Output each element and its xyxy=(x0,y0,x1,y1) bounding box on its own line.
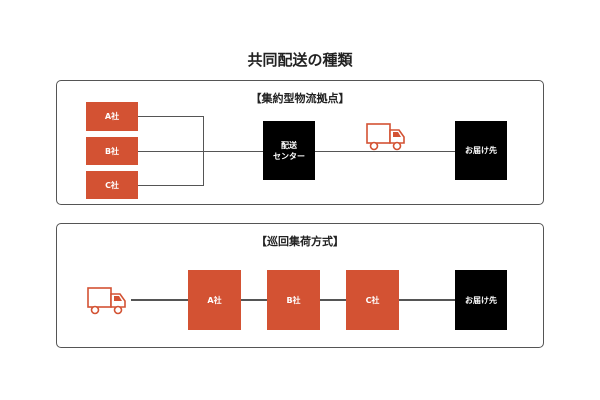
company-c-box: C社 xyxy=(346,270,399,330)
connector-line xyxy=(138,116,203,117)
truck-icon xyxy=(366,123,405,151)
company-a-box: A社 xyxy=(86,102,138,131)
connector-line xyxy=(138,185,203,186)
distribution-center-box: 配送 センター xyxy=(263,121,315,180)
company-b-box: B社 xyxy=(86,137,138,165)
diagram-title: 共同配送の種類 xyxy=(247,51,353,69)
company-a-box: A社 xyxy=(188,270,241,330)
panel-consolidated-hub xyxy=(56,80,544,205)
panel2-heading: 【巡回集荷方式】 xyxy=(256,235,344,248)
destination-box: お届け先 xyxy=(455,121,507,180)
panel-milk-run xyxy=(56,223,544,348)
company-b-box: B社 xyxy=(267,270,320,330)
company-c-box: C社 xyxy=(86,171,138,199)
panel1-heading: 【集約型物流拠点】 xyxy=(250,92,350,105)
destination-box: お届け先 xyxy=(455,270,507,330)
truck-icon xyxy=(87,287,126,315)
